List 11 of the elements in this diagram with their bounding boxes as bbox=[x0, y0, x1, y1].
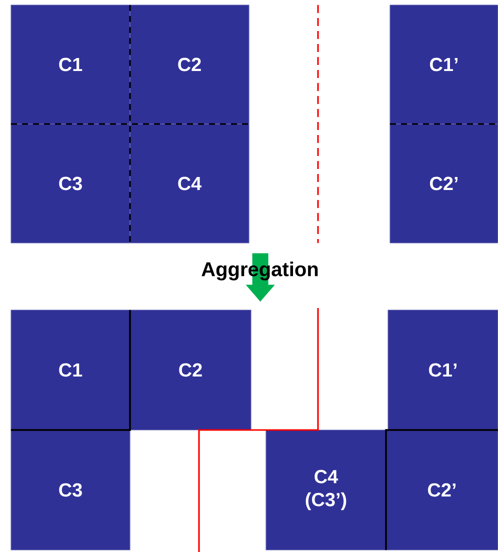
cell-box: C2’ bbox=[390, 124, 498, 244]
cell-box: C1’ bbox=[388, 310, 498, 430]
cell-box: C3 bbox=[10, 430, 130, 550]
cell-box: C3 bbox=[10, 124, 130, 244]
cell-box: C4 bbox=[130, 124, 250, 244]
cell-box: C1’ bbox=[390, 4, 498, 124]
cell-box: C4 (C3’) bbox=[266, 430, 386, 550]
cell-box: C2 bbox=[130, 310, 252, 430]
cell-box: C1 bbox=[10, 310, 130, 430]
cell-box: C1 bbox=[10, 4, 130, 124]
cell-box: C2 bbox=[130, 4, 250, 124]
